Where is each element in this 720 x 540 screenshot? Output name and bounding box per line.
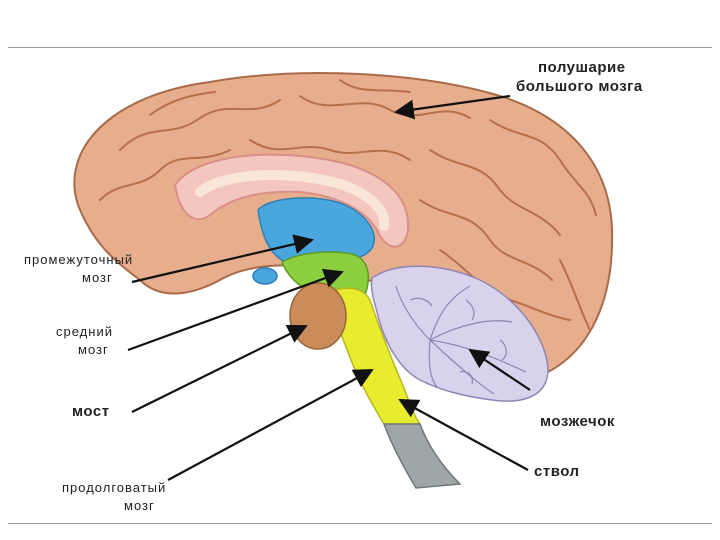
- label-cerebral-hemisphere-2: большого мозга: [516, 78, 643, 95]
- label-cerebral-hemisphere-1: полушарие: [538, 59, 626, 76]
- label-midbrain-2: мозг: [78, 342, 109, 357]
- label-cerebellum: мозжечок: [540, 413, 615, 430]
- label-medulla-1: продолговатый: [62, 480, 166, 495]
- label-diencephalon-1: промежуточный: [24, 252, 133, 267]
- pons-shape: [290, 283, 346, 349]
- label-midbrain-1: средний: [56, 324, 113, 339]
- label-pons: мост: [72, 403, 110, 420]
- arrow-medulla: [168, 370, 372, 480]
- label-brainstem: ствол: [534, 463, 580, 480]
- spinal-cord-shape: [384, 424, 460, 488]
- pituitary-shape: [253, 268, 277, 284]
- label-medulla-2: мозг: [124, 498, 155, 513]
- label-diencephalon-2: мозг: [82, 270, 113, 285]
